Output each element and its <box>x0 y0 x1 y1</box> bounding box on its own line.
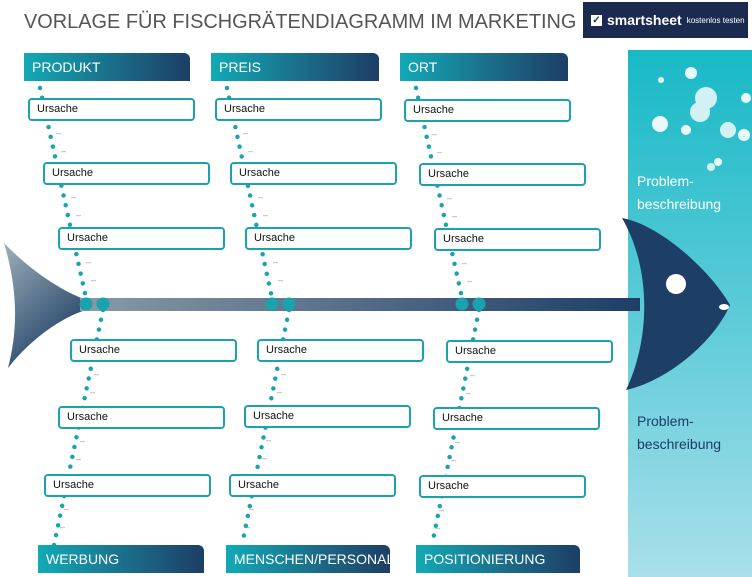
fish-spine <box>80 298 640 311</box>
subcause-marker[interactable]: – <box>462 258 468 268</box>
subcause-marker[interactable]: – <box>258 192 264 202</box>
bone-joint <box>96 297 110 311</box>
cause-input[interactable]: Ursache <box>58 406 225 429</box>
subcause-marker[interactable]: – <box>245 522 251 532</box>
subcause-marker[interactable]: – <box>455 437 461 447</box>
subcause-marker[interactable]: – <box>263 210 269 220</box>
category-preis[interactable]: PREIS <box>211 53 379 81</box>
problem-line: beschreibung <box>637 436 722 452</box>
bone-line <box>413 85 465 301</box>
subcause-marker[interactable]: – <box>470 370 476 380</box>
category-positionierung[interactable]: POSITIONIERUNG <box>416 545 580 573</box>
problem-line: beschreibung <box>637 196 722 212</box>
bone-joint <box>265 297 279 311</box>
subcause-marker[interactable]: – <box>80 436 86 446</box>
bone-joint <box>282 297 296 311</box>
subcause-marker[interactable]: – <box>437 147 443 157</box>
bone-line <box>37 85 89 301</box>
cause-input[interactable]: Ursache <box>28 98 195 121</box>
bone-joint <box>472 297 486 311</box>
subcause-marker[interactable]: – <box>432 129 438 139</box>
subcause-marker[interactable]: – <box>56 128 62 138</box>
subcause-marker[interactable]: – <box>248 146 254 156</box>
problem-line: Problem- <box>637 173 694 189</box>
brand-cta: kostenlos testen <box>686 15 745 25</box>
cause-input[interactable]: Ursache <box>245 227 412 250</box>
bone-joint <box>455 297 469 311</box>
problem-line: Problem- <box>637 413 694 429</box>
problem-description-top[interactable]: Problem- beschreibung <box>637 170 721 216</box>
category-produkt[interactable]: PRODUKT <box>24 53 190 81</box>
subcause-marker[interactable]: – <box>262 453 268 463</box>
category-werbung[interactable]: WERBUNG <box>38 545 204 573</box>
problem-description-bottom[interactable]: Problem- beschreibung <box>637 410 721 456</box>
subcause-marker[interactable]: – <box>60 522 66 532</box>
cause-input[interactable]: Ursache <box>433 407 600 430</box>
cause-input[interactable]: Ursache <box>70 339 237 362</box>
cause-input[interactable]: Ursache <box>434 228 601 251</box>
subcause-marker[interactable]: – <box>76 454 82 464</box>
cause-input[interactable]: Ursache <box>229 474 396 497</box>
cause-input[interactable]: Ursache <box>419 163 586 186</box>
cause-input[interactable]: Ursache <box>244 405 411 428</box>
cause-input[interactable]: Ursache <box>446 340 613 363</box>
category-ort[interactable]: ORT <box>400 53 568 81</box>
subcause-marker[interactable]: – <box>90 387 96 397</box>
subcause-marker[interactable]: – <box>243 128 249 138</box>
subcause-marker[interactable]: – <box>467 276 473 286</box>
cause-input[interactable]: Ursache <box>404 99 571 122</box>
subcause-marker[interactable]: – <box>86 257 92 267</box>
subcause-marker[interactable]: – <box>435 523 441 533</box>
subcause-marker[interactable]: – <box>273 257 279 267</box>
subcause-marker[interactable]: – <box>278 275 284 285</box>
bone-line <box>224 85 275 301</box>
bone-joint <box>79 297 93 311</box>
subcause-marker[interactable]: – <box>94 369 100 379</box>
smartsheet-trial-button[interactable]: ✓ smartsheet kostenlos testen <box>583 2 748 38</box>
brand-name: smartsheet <box>607 12 682 28</box>
check-logo-icon: ✓ <box>591 14 602 26</box>
fish-head-icon <box>622 218 730 390</box>
cause-input[interactable]: Ursache <box>419 475 586 498</box>
subcause-marker[interactable]: – <box>64 504 70 514</box>
subcause-marker[interactable]: – <box>76 210 82 220</box>
subcause-marker[interactable]: – <box>439 505 445 515</box>
subcause-marker[interactable]: – <box>281 369 287 379</box>
category-menschen-personal[interactable]: MENSCHEN/PERSONAL <box>226 545 394 573</box>
cause-input[interactable]: Ursache <box>215 98 382 121</box>
subcause-marker[interactable]: – <box>266 435 272 445</box>
subcause-marker[interactable]: – <box>277 387 283 397</box>
subcause-marker[interactable]: – <box>466 388 472 398</box>
subcause-marker[interactable]: – <box>249 504 255 514</box>
subcause-marker[interactable]: – <box>451 455 457 465</box>
page-title: VORLAGE FÜR FISCHGRÄTENDIAGRAMM IM MARKE… <box>24 10 577 33</box>
subcause-marker[interactable]: – <box>91 275 97 285</box>
cause-input[interactable]: Ursache <box>43 162 210 185</box>
subcause-marker[interactable]: – <box>71 192 77 202</box>
bubbles-icon <box>652 67 751 171</box>
cause-input[interactable]: Ursache <box>230 162 397 185</box>
cause-input[interactable]: Ursache <box>257 339 424 362</box>
cause-input[interactable]: Ursache <box>58 227 225 250</box>
subcause-marker[interactable]: – <box>447 193 453 203</box>
subcause-marker[interactable]: – <box>61 146 67 156</box>
fish-eye-icon <box>666 274 686 294</box>
subcause-marker[interactable]: – <box>452 211 458 221</box>
cause-input[interactable]: Ursache <box>44 474 211 497</box>
fish-tail-icon <box>4 243 86 368</box>
